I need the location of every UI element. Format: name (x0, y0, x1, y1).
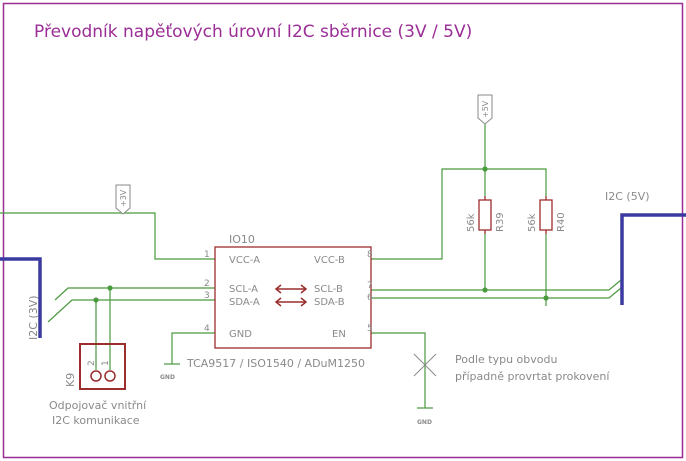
jumper-pin-icon (90, 370, 102, 382)
junction-dot (107, 285, 113, 291)
pin-number: 3 (204, 291, 210, 301)
ic-part-numbers: TCA9517 / ISO1540 / ADuM1250 (186, 357, 365, 370)
supply-flag-icon (115, 184, 131, 215)
schematic-title: Převodník napěťových úrovní I2C sběrnice… (34, 22, 472, 42)
ic-name: IO10 (229, 233, 255, 246)
net-sda-a (47, 299, 215, 323)
jumper-pin-number: 1 (101, 360, 111, 366)
junction-dot (543, 295, 549, 301)
net-scl-a (54, 287, 215, 301)
net-vccb (371, 168, 547, 260)
buses (0, 213, 686, 338)
jumper-pin-number: 2 (87, 360, 97, 366)
jumper-body (79, 343, 126, 390)
en-cross-marker-icon (413, 353, 437, 377)
gnd-label: GND (160, 374, 175, 381)
net-scl-b (371, 279, 622, 291)
pin-label: GND (229, 329, 252, 340)
resistor-body (539, 199, 553, 231)
pin-number: 6 (367, 293, 373, 303)
pin-label: SDA-B (314, 297, 345, 308)
bus-right-label: I2C (5V) (605, 190, 650, 203)
pin-label: SCL-B (314, 284, 343, 295)
jumper-caption: I2C komunikace (52, 414, 140, 427)
net-en (371, 332, 426, 408)
junction-dot (482, 166, 488, 172)
resistor-value: 56k (466, 213, 477, 232)
supply-3v: +3V (115, 184, 131, 215)
resistor-value: 56k (527, 213, 538, 232)
bidirectional-arrow-icon (274, 284, 308, 307)
resistor-name: R40 (556, 212, 567, 232)
net-gnd (171, 332, 215, 364)
net-sda-b (371, 287, 622, 299)
bus-left (0, 257, 42, 338)
pin-label: SCL-A (229, 284, 258, 295)
pin-label: EN (332, 329, 346, 340)
en-note: případně provrtat prokovení (455, 370, 610, 383)
resistor-r39: 56k R39 (466, 196, 506, 234)
resistor-r40: 56k R40 (527, 196, 567, 234)
ic-body (214, 246, 372, 349)
pin-label: VCC-A (229, 255, 260, 266)
bus-left-label: I2C (3V) (27, 295, 40, 340)
junction-dot (93, 297, 99, 303)
en-note: Podle typu obvodu (455, 353, 557, 366)
junctions (93, 166, 549, 303)
pin-number: 5 (367, 324, 373, 334)
pin-label: VCC-B (314, 255, 345, 266)
jumper-name: K9 (64, 373, 77, 387)
jumper-pin-icon (104, 370, 116, 382)
supply-3v-label: +3V (119, 189, 128, 207)
pin-number: 8 (367, 250, 373, 260)
supply-5v-label: +5V (481, 100, 490, 118)
net-vcca (0, 212, 215, 260)
resistor-body (478, 199, 492, 231)
ic-io10: IO10 TCA9517 / ISO1540 / ADuM1250 1 2 3 … (186, 233, 373, 370)
jumper-caption: Odpojovač vnitřní (49, 399, 147, 412)
pin-number: 4 (204, 324, 210, 334)
supply-5v: +5V (477, 94, 493, 125)
pin-number: 1 (204, 250, 210, 260)
pin-number: 2 (204, 279, 210, 289)
supply-flag-icon (477, 94, 493, 125)
resistor-name: R39 (495, 212, 506, 232)
pin-number: 7 (367, 281, 373, 291)
bus-right (620, 213, 686, 305)
jumper-k9: 2 1 K9 Odpojovač vnitřní I2C komunikace (49, 343, 147, 427)
nets (0, 122, 622, 409)
pin-label: SDA-A (229, 297, 260, 308)
junction-dot (482, 287, 488, 293)
gnd-label: GND (417, 419, 432, 426)
